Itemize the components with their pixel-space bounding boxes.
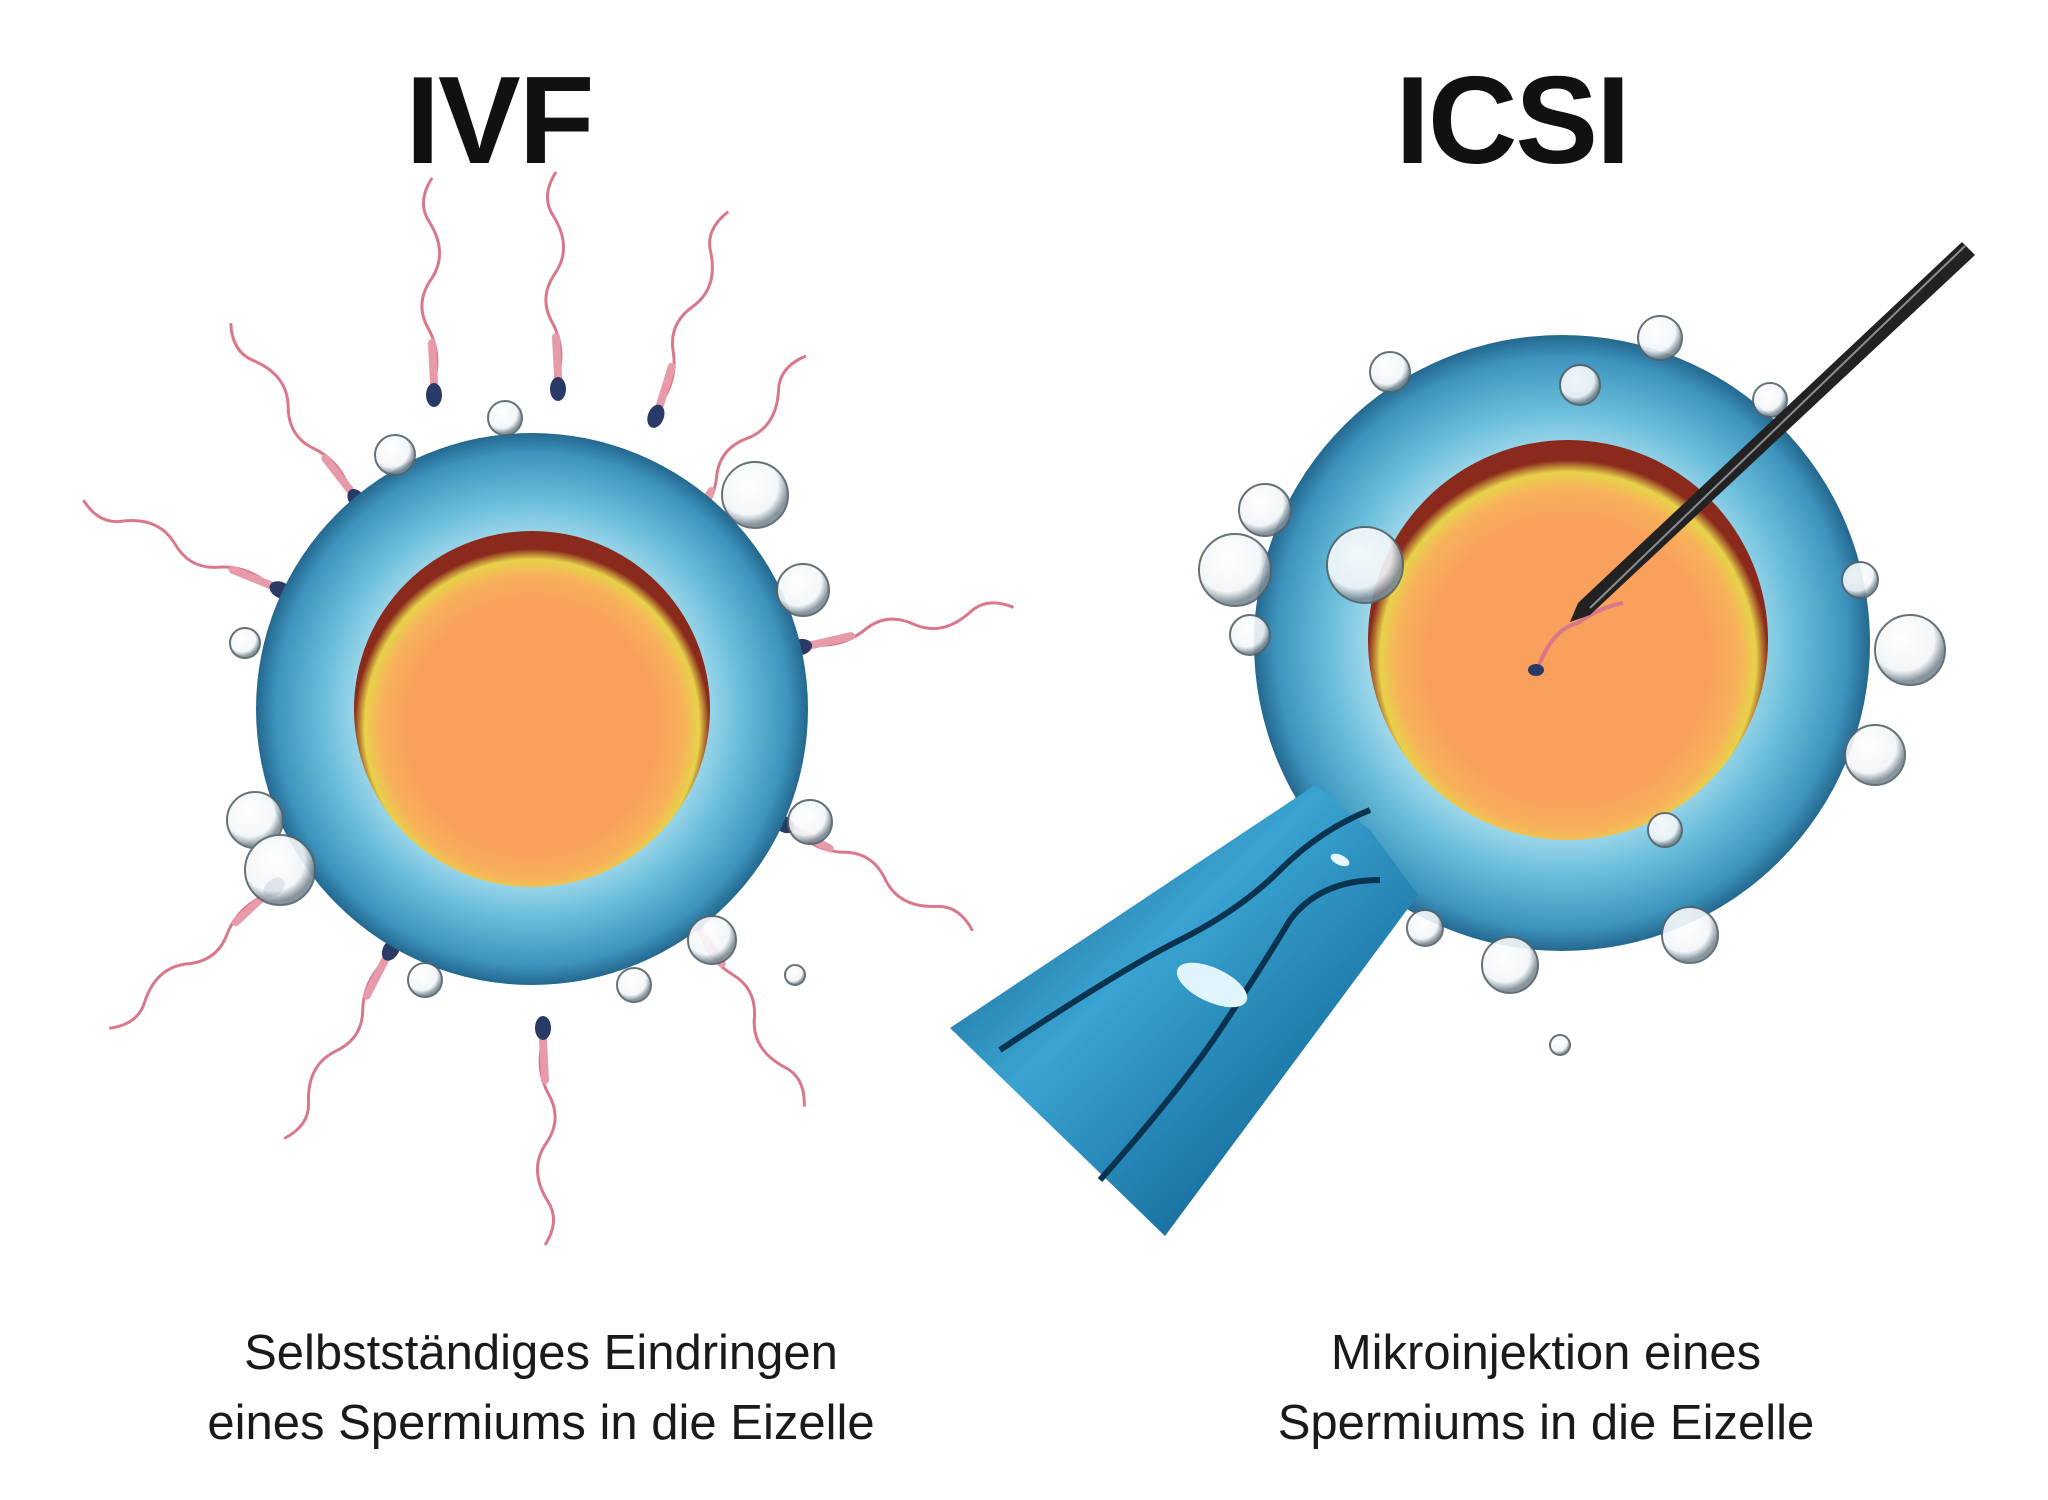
ivf-caption: Selbstständiges Eindringen eines Spermiu…: [207, 1318, 874, 1458]
icsi-caption-line2: Spermiums in die Eizelle: [1277, 1396, 1815, 1450]
ivf-cytoplasm: [354, 531, 710, 887]
ivf-egg: [79, 172, 1015, 1245]
icsi-title: ICSI: [1395, 52, 1630, 190]
icsi-egg: [1198, 242, 1975, 1056]
injected-sperm: [1528, 601, 1624, 676]
ivf-caption-line2: eines Spermiums in die Eizelle: [207, 1396, 875, 1450]
ivf-title: IVF: [405, 52, 595, 190]
icsi-bubbles: [1198, 315, 1946, 1056]
ivf-caption-line1: Selbstständiges Eindringen: [244, 1326, 838, 1380]
injection-needle: [1570, 242, 1975, 622]
ivf-bubbles: [226, 400, 833, 1003]
icsi-caption: Mikroinjektion eines Spermiums in die Ei…: [1278, 1318, 1815, 1458]
icsi-caption-line1: Mikroinjektion eines: [1330, 1326, 1762, 1380]
holding-pipette: [950, 785, 1418, 1236]
